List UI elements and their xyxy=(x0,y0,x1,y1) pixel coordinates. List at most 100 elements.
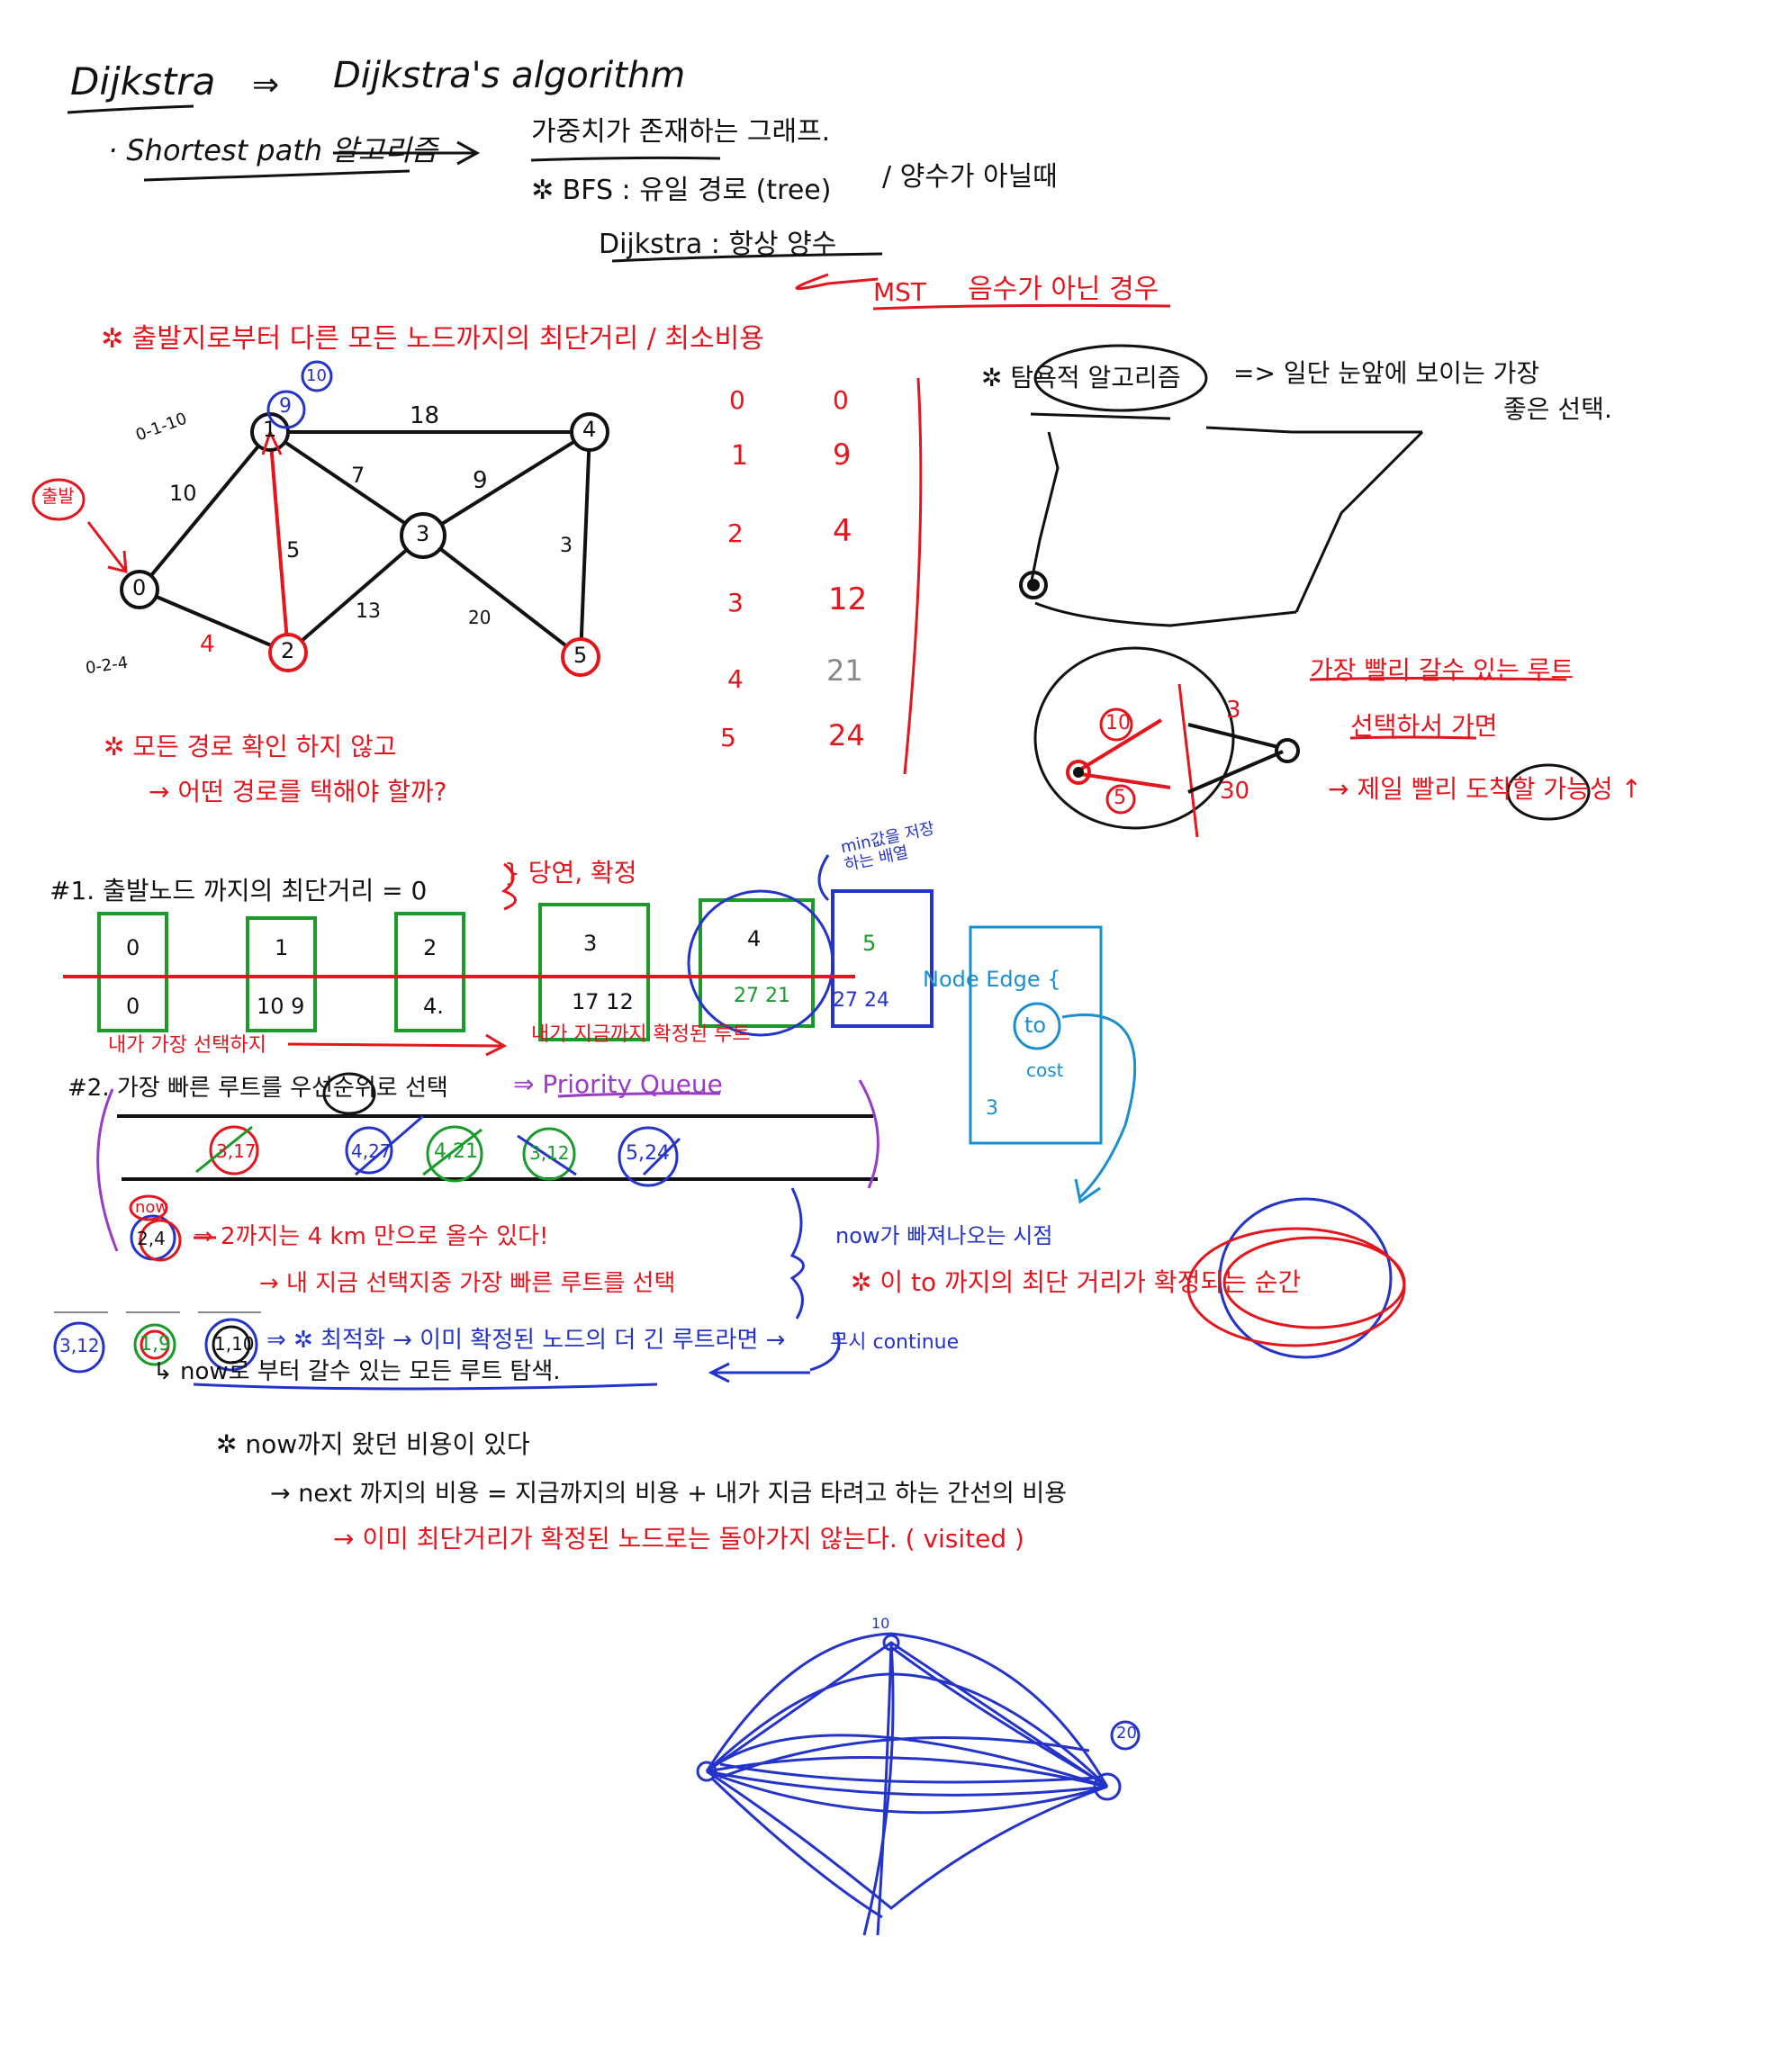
now-value: 2,4 xyxy=(137,1228,166,1249)
note-check-all: ✲ 모든 경로 확인 하지 않고 xyxy=(104,732,397,761)
box-dist-1: 10 9 xyxy=(257,994,305,1019)
edge-1-3: 7 xyxy=(351,463,365,488)
dist-value-2: 4 xyxy=(833,513,852,549)
row-note: ⇒ ✲ 최적화 → 이미 확정된 노드의 더 긴 루트라면 → xyxy=(266,1327,786,1354)
box-dist-0: 0 xyxy=(126,994,140,1019)
step1-boxes xyxy=(63,854,934,1057)
small-edge-5: 5 xyxy=(1114,787,1126,809)
edge-3-4: 9 xyxy=(473,467,488,494)
edge-box-title: Node Edge { xyxy=(923,967,1061,992)
dist-value-0: 0 xyxy=(833,385,849,415)
dist-node-5: 5 xyxy=(720,723,736,752)
queue-item-1: 4,27 xyxy=(351,1140,392,1162)
node-0: 0 xyxy=(132,575,147,600)
continue-note: 무시 continue xyxy=(830,1331,960,1354)
box-node-4: 4 xyxy=(747,926,762,951)
dijkstra-line: Dijkstra : 항상 양수 xyxy=(599,229,837,260)
under-note-right: 내가 지금까지 확정된 루트 xyxy=(531,1023,751,1046)
small-graph xyxy=(1033,646,1591,838)
dist-value-4: 21 xyxy=(826,653,863,688)
edge-box-cost: cost xyxy=(1026,1059,1064,1081)
dist-value-5: 24 xyxy=(828,718,865,752)
box-dist-4: 27 21 xyxy=(734,985,790,1007)
dist-node-0: 0 xyxy=(729,385,745,415)
shortest-path-line: · Shortest path 알고리즘 xyxy=(108,133,437,167)
row-item-0: 3,12 xyxy=(59,1335,100,1356)
node-2: 2 xyxy=(281,638,295,663)
weighted-graph-note: 가중치가 존재하는 그래프. xyxy=(531,116,831,148)
page-title: Dijkstra xyxy=(70,59,216,104)
box-node-5: 5 xyxy=(862,931,877,956)
dist-node-2: 2 xyxy=(727,518,744,548)
popped-note: now가 빠져나오는 시점 xyxy=(835,1223,1053,1248)
small-edge-3: 3 xyxy=(1226,697,1241,724)
box-dist-2: 4. xyxy=(423,994,444,1019)
priority-queue-label: ⇒ Priority Queue xyxy=(513,1069,723,1099)
now-note-1: ⇒ 2까지는 4 km 만으로 올수 있다! xyxy=(194,1223,549,1250)
main-graph xyxy=(32,360,609,677)
edge-0-1: 10 xyxy=(169,481,197,506)
edge-1-2: 5 xyxy=(286,537,301,563)
bfs-right-note: / 양수가 아닐때 xyxy=(882,161,1058,193)
title-arrow: ⇒ xyxy=(252,67,280,104)
now-label: now xyxy=(135,1198,169,1217)
priority-queue xyxy=(96,1072,879,1320)
now-node xyxy=(129,1194,216,1262)
dist-node-4: 4 xyxy=(727,664,744,694)
greedy-label: ✲ 탐욕적 알고리즘 xyxy=(981,363,1181,392)
node-3: 3 xyxy=(416,521,430,546)
node-5: 5 xyxy=(573,643,588,668)
dist-value-3: 12 xyxy=(828,581,868,617)
bottom-note-2: → next 까지의 비용 = 지금까지의 비용 + 내가 지금 타려고 하는 … xyxy=(270,1480,1068,1508)
queue-item-0: 3,17 xyxy=(216,1140,257,1162)
scribble-right-label: 20 xyxy=(1116,1724,1137,1743)
greedy-desc-2: 좋은 선택. xyxy=(1503,394,1612,424)
node-4: 4 xyxy=(582,417,597,442)
scribble-network xyxy=(696,1632,1141,1936)
small-edge-10: 10 xyxy=(1105,712,1131,734)
fast-route-note-1: 가장 빨리 갈수 있는 루트 xyxy=(1310,655,1574,685)
node-1: 1 xyxy=(263,417,277,442)
n1-circle-note: 10 xyxy=(306,366,327,385)
now-from-note: ↳ now로 부터 갈수 있는 모든 루트 탐색. xyxy=(153,1358,561,1385)
box-node-2: 2 xyxy=(423,935,437,960)
fast-route-note-3: → 제일 빨리 도착할 가능성 ↑ xyxy=(1328,774,1643,804)
under-note-left: 내가 가장 선택하지 xyxy=(108,1034,266,1057)
bfs-line: ✲ BFS : 유일 경로 (tree) xyxy=(531,175,832,206)
scribble-top-label: 10 xyxy=(871,1615,890,1632)
now-note-2: → 내 지금 선택지중 가장 빠른 루트를 선택 xyxy=(259,1270,676,1297)
page-subtitle: Dijkstra's algorithm xyxy=(333,55,686,96)
greedy-graph xyxy=(1019,344,1424,627)
n1-top-note: 9 xyxy=(279,395,292,418)
bottom-note-1: ✲ now까지 왔던 비용이 있다 xyxy=(216,1429,530,1459)
section-title: ✲ 출발지로부터 다른 모든 노드까지의 최단거리 / 최소비용 xyxy=(101,323,764,355)
start-label: 출발 xyxy=(41,485,75,507)
queue-item-3: 3,12 xyxy=(529,1142,570,1164)
bottom-note-3: → 이미 최단거리가 확정된 노드로는 돌아가지 않는다. ( visited … xyxy=(333,1524,1024,1554)
edge-box-to: to xyxy=(1024,1013,1047,1038)
queue-item-4: 5,24 xyxy=(626,1142,670,1165)
row-item-2: 1,10 xyxy=(214,1333,255,1355)
n2-note: 4 xyxy=(200,631,215,658)
note-which-route: → 어떤 경로를 택해야 할까? xyxy=(149,777,447,806)
dist-node-3: 3 xyxy=(727,588,744,617)
box-dist-5: 27 24 xyxy=(833,989,889,1012)
confirm-note: ✲ 이 to 까지의 최단 거리가 확정되는 순간 xyxy=(851,1267,1302,1297)
box-node-1: 1 xyxy=(275,935,289,960)
box-dist-3: 17 12 xyxy=(572,989,634,1014)
box-node-0: 0 xyxy=(126,935,140,960)
mst-note: 음수가 아닌 경우 xyxy=(968,274,1159,305)
row-items xyxy=(53,1197,1406,1391)
dist-node-1: 1 xyxy=(731,440,749,472)
queue-item-2: 4,21 xyxy=(434,1140,478,1163)
row-item-1: 1,9 xyxy=(140,1333,171,1356)
step1-bracket-note: } 당연, 확정 xyxy=(504,858,637,887)
edge-box xyxy=(969,925,1137,1204)
step2-label: #2. 가장 빠른 루트를 우선순위로 선택 xyxy=(68,1075,448,1102)
greedy-desc-1: => 일단 눈앞에 보이는 가장 xyxy=(1233,358,1540,388)
edge-1-4: 18 xyxy=(410,402,440,429)
edge-2-3: 13 xyxy=(356,600,381,623)
mst-label: MST xyxy=(873,277,927,307)
box-node-3: 3 xyxy=(583,931,598,956)
